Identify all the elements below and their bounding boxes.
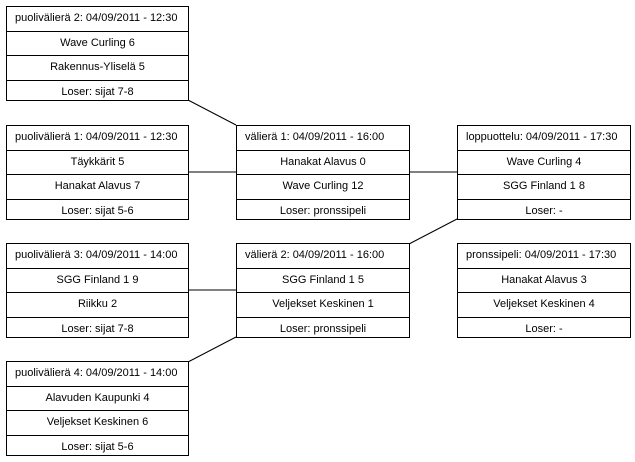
match-header: välierä 1: 04/09/2011 - 16:00 bbox=[237, 126, 409, 151]
team-row: Veljekset Keskinen 4 bbox=[458, 293, 630, 318]
connector-sf2-final bbox=[408, 218, 458, 245]
loser-row: Loser: sijat 7-8 bbox=[61, 322, 134, 335]
team-row: Wave Curling 6 bbox=[7, 32, 188, 56]
team-row: Wave Curling 4 bbox=[458, 151, 630, 175]
match-header: puolivälierä 2: 04/09/2011 - 12:30 bbox=[7, 7, 188, 32]
team-row: Wave Curling 12 bbox=[237, 175, 409, 200]
match-header: loppuottelu: 04/09/2011 - 17:30 bbox=[458, 126, 630, 151]
match-box-sf1: välierä 1: 04/09/2011 - 16:00 Hanakat Al… bbox=[236, 125, 410, 220]
match-box-bronze: pronssipeli: 04/09/2011 - 17:30 Hanakat … bbox=[457, 243, 631, 338]
team-row: Veljekset Keskinen 1 bbox=[237, 293, 409, 318]
loser-row: Loser: sijat 5-6 bbox=[61, 440, 134, 453]
loser-row: Loser: pronssipeli bbox=[279, 322, 367, 335]
match-box-sf2: välierä 2: 04/09/2011 - 16:00 SGG Finlan… bbox=[236, 243, 410, 338]
loser-row: Loser: - bbox=[525, 322, 563, 335]
loser-row: Loser: pronssipeli bbox=[279, 204, 367, 217]
team-row: Hanakat Alavus 0 bbox=[237, 151, 409, 175]
team-row: Hanakat Alavus 3 bbox=[458, 269, 630, 293]
match-header: puolivälierä 4: 04/09/2011 - 14:00 bbox=[7, 362, 188, 387]
match-box-final: loppuottelu: 04/09/2011 - 17:30 Wave Cur… bbox=[457, 125, 631, 220]
team-row: Riikku 2 bbox=[7, 293, 188, 318]
match-box-qf2: puolivälierä 2: 04/09/2011 - 12:30 Wave … bbox=[6, 6, 189, 101]
loser-row: Loser: sijat 7-8 bbox=[61, 85, 134, 98]
team-row: Hanakat Alavus 7 bbox=[7, 175, 188, 200]
connector-qf2-sf1 bbox=[187, 99, 237, 126]
match-header: puolivälierä 1: 04/09/2011 - 12:30 bbox=[7, 126, 188, 151]
team-row: Alavuden Kaupunki 4 bbox=[7, 387, 188, 411]
match-header: pronssipeli: 04/09/2011 - 17:30 bbox=[458, 244, 630, 269]
match-header: puolivälierä 3: 04/09/2011 - 14:00 bbox=[7, 244, 188, 269]
team-row: Täykkärit 5 bbox=[7, 151, 188, 175]
loser-row: Loser: - bbox=[525, 204, 563, 217]
loser-row: Loser: sijat 5-6 bbox=[61, 204, 134, 217]
match-header: välierä 2: 04/09/2011 - 16:00 bbox=[237, 244, 409, 269]
match-box-qf4: puolivälierä 4: 04/09/2011 - 14:00 Alavu… bbox=[6, 361, 189, 456]
connector-qf4-sf2 bbox=[187, 336, 237, 363]
team-row: SGG Finland 1 9 bbox=[7, 269, 188, 293]
match-box-qf1: puolivälierä 1: 04/09/2011 - 12:30 Täykk… bbox=[6, 125, 189, 220]
team-row: SGG Finland 1 5 bbox=[237, 269, 409, 293]
team-row: Rakennus-Yliselä 5 bbox=[7, 56, 188, 81]
team-row: Veljekset Keskinen 6 bbox=[7, 411, 188, 436]
match-box-qf3: puolivälierä 3: 04/09/2011 - 14:00 SGG F… bbox=[6, 243, 189, 338]
team-row: SGG Finland 1 8 bbox=[458, 175, 630, 200]
